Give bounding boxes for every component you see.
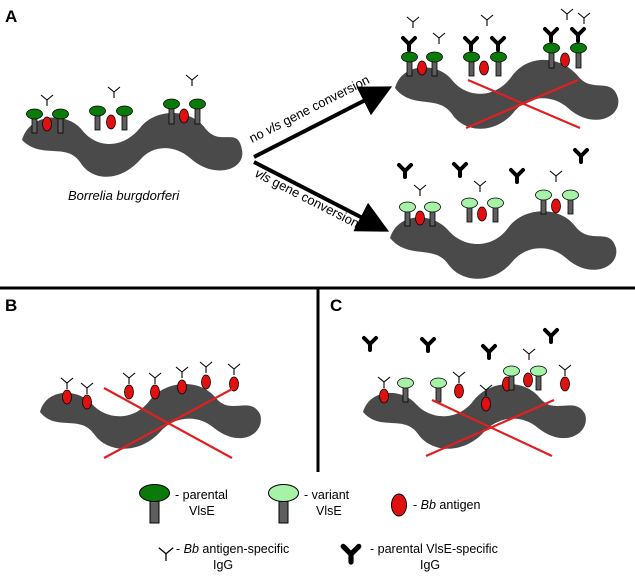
- arrow-label-no-conversion: no vls gene conversion: [247, 72, 372, 146]
- bacterium-c: [362, 328, 586, 458]
- bacterium-a-top-right: [395, 8, 619, 130]
- variant-vlse-marker: [399, 201, 416, 213]
- bb-antigen-marker: [42, 116, 52, 132]
- svg-text:IgG: IgG: [420, 558, 440, 572]
- legend-bb-antigen: - Bb antigen: [391, 493, 480, 517]
- legend-bb-antigen-igg: - Bb antigen-specific IgG: [158, 542, 289, 572]
- svg-text:VlsE: VlsE: [189, 504, 215, 518]
- bacterium-a-bottom-right: [390, 148, 617, 279]
- organism-name: Borrelia burgdorferi: [68, 188, 180, 203]
- spirochete-body: [390, 211, 617, 279]
- svg-text:VlsE: VlsE: [316, 504, 342, 518]
- svg-text:- variant: - variant: [304, 488, 350, 502]
- svg-text:- parental: - parental: [175, 488, 228, 502]
- panel-label-a: A: [5, 7, 17, 26]
- arrow-no-conversion: [253, 86, 393, 159]
- panel-label-c: C: [330, 296, 342, 315]
- legend-vlse-specific-igg: - parental VlsE-specific IgG: [343, 542, 498, 572]
- arrow-conversion: [253, 160, 390, 232]
- svg-text:IgG: IgG: [213, 558, 233, 572]
- legend: - parental VlsE - variant VlsE - Bb anti…: [139, 484, 498, 572]
- svg-text:- Bb antigen-specific: - Bb antigen-specific: [176, 542, 289, 556]
- bacterium-b: [40, 361, 261, 459]
- arrow-label-conversion: vls gene conversion: [253, 165, 362, 231]
- spirochete-body: [40, 383, 261, 449]
- bacterium-a-left: [22, 74, 243, 177]
- igg-thin-icon: [158, 547, 174, 562]
- spirochete-body: [22, 113, 243, 177]
- spirochete-body: [395, 59, 619, 129]
- igg-thick-icon: [343, 546, 359, 562]
- legend-variant-vlse: - variant VlsE: [268, 484, 350, 524]
- legend-parental-vlse: - parental VlsE: [139, 484, 228, 524]
- svg-text:- Bb antigen: - Bb antigen: [413, 498, 480, 512]
- surface-proteins: [26, 74, 206, 134]
- panel-label-b: B: [5, 296, 17, 315]
- spirochete-body: [363, 383, 586, 449]
- parental-vlse-marker: [26, 108, 43, 120]
- svg-text:- parental VlsE-specific: - parental VlsE-specific: [370, 542, 498, 556]
